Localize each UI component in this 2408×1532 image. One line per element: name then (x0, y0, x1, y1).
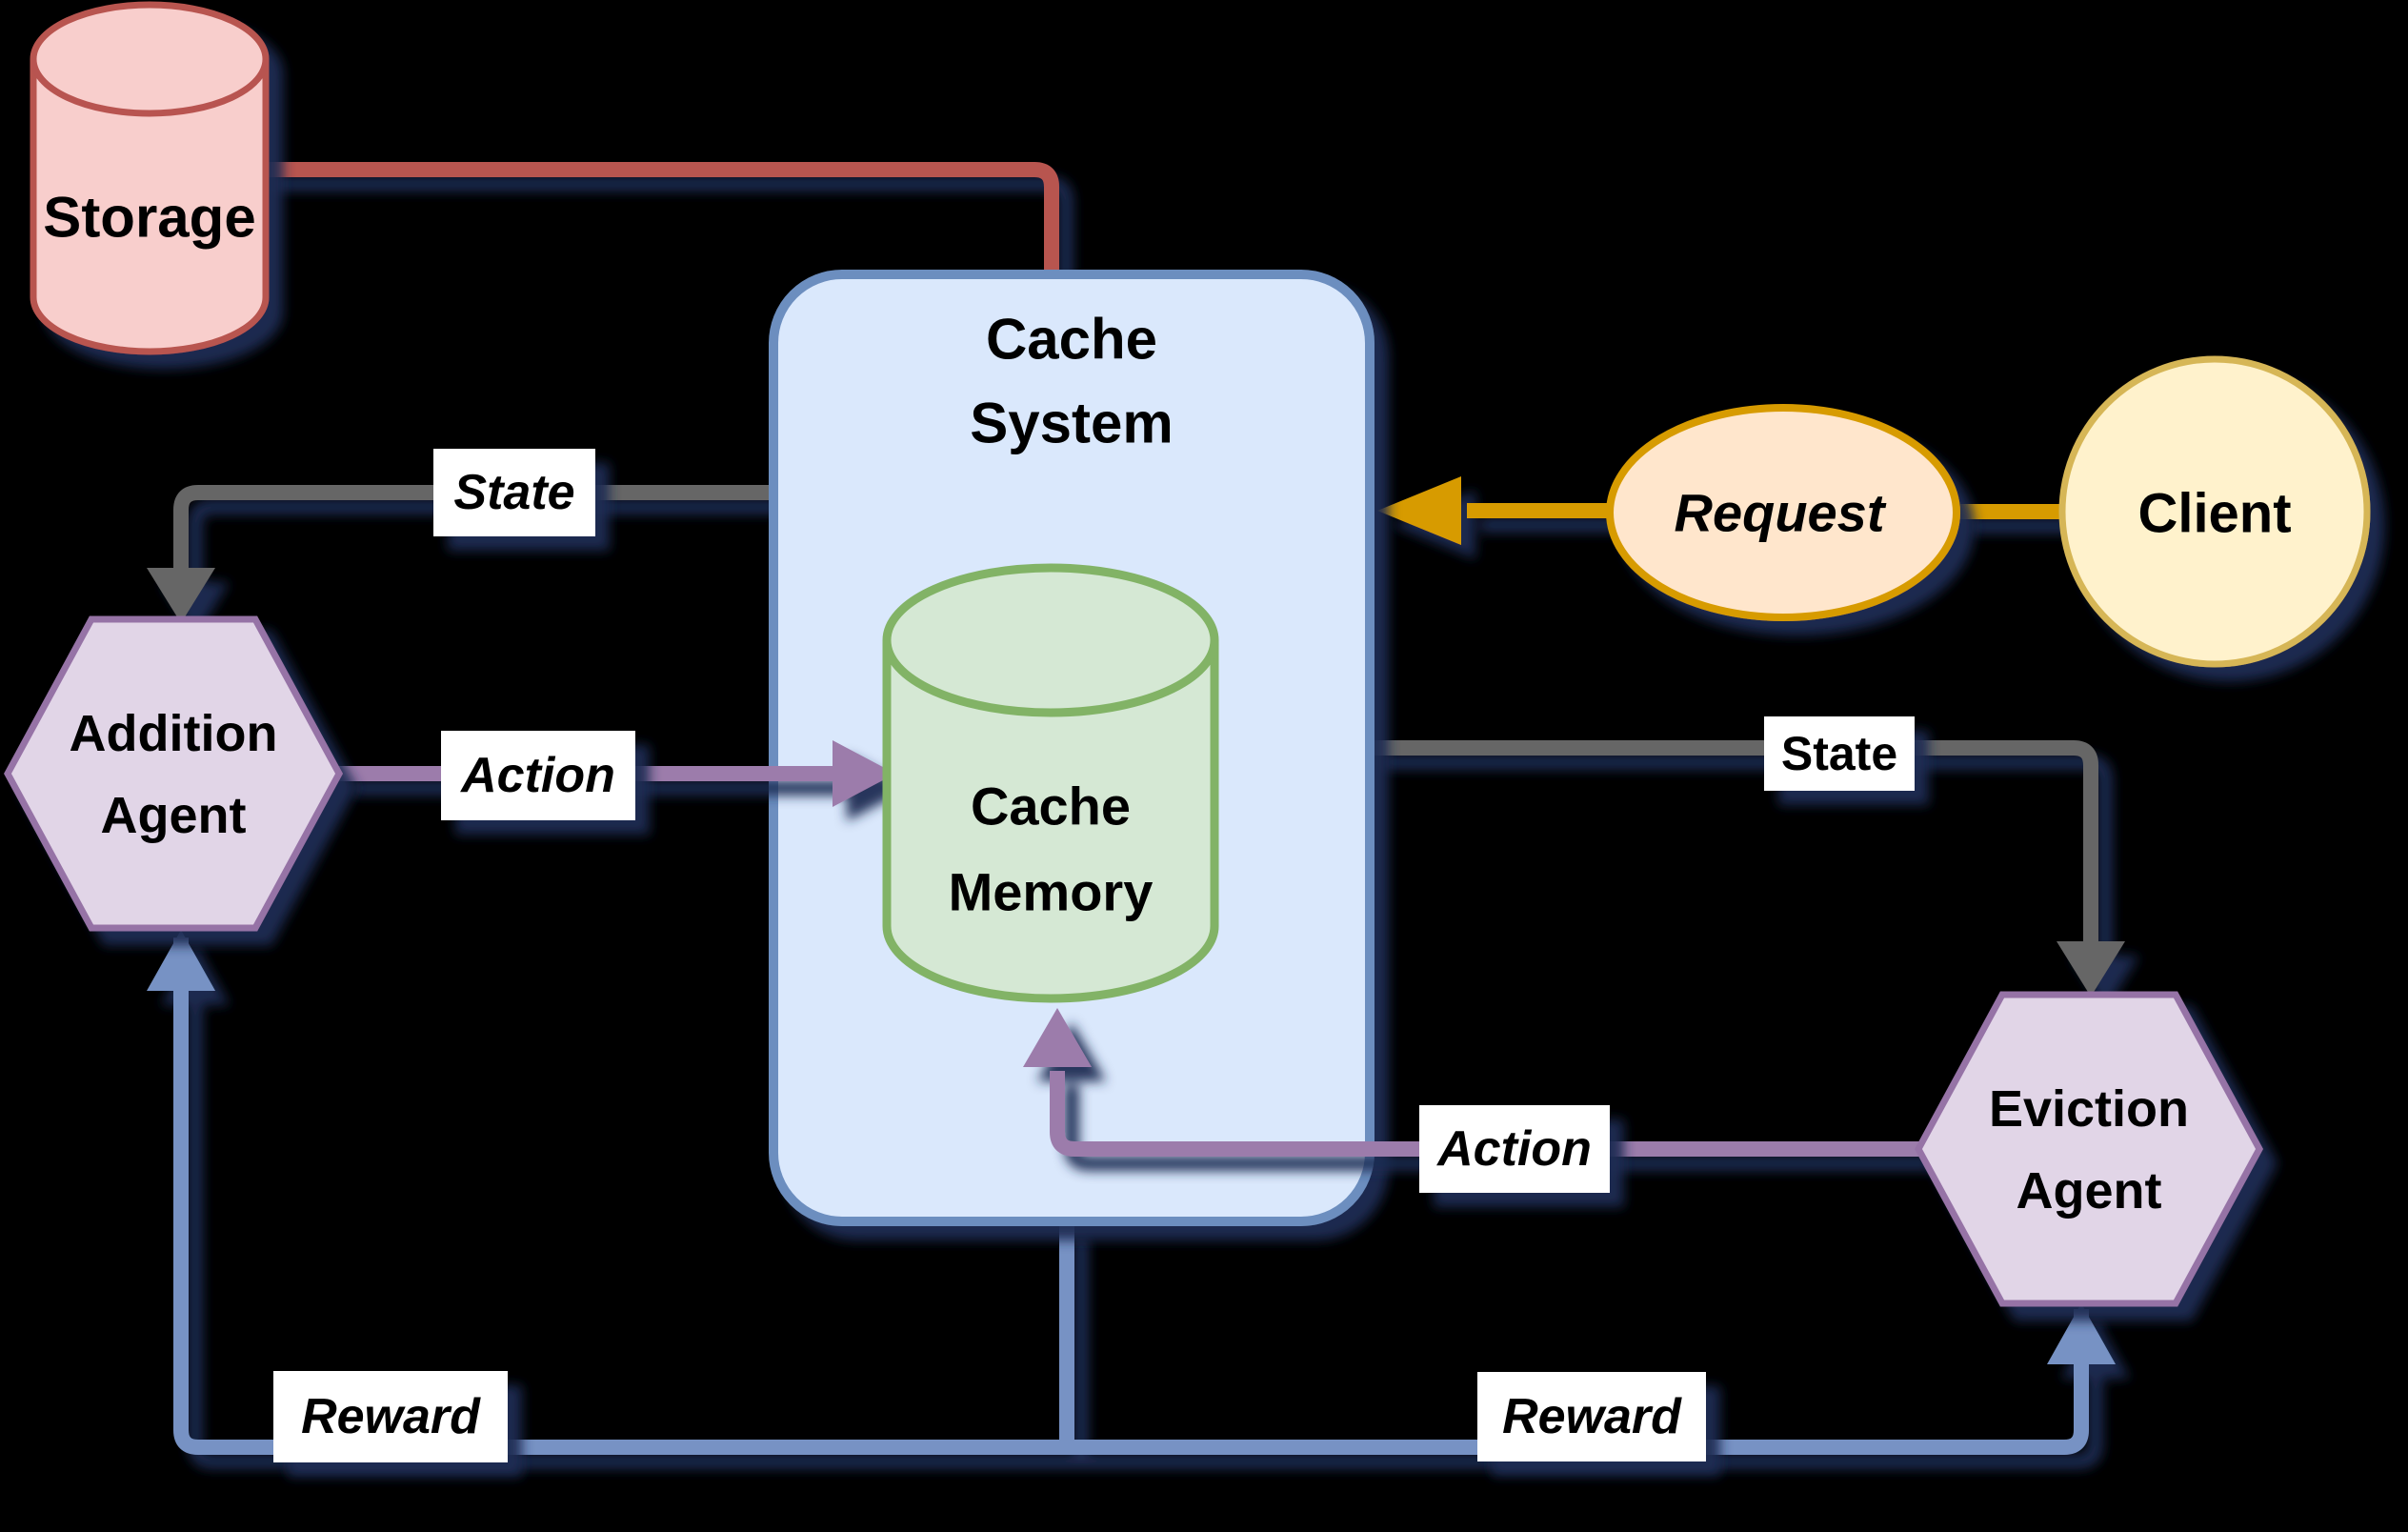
reward-left-label-box (273, 1371, 508, 1462)
client-circle (2058, 355, 2371, 668)
reward-main-line (173, 937, 2089, 1455)
state-right-label-box (1764, 716, 1915, 791)
state-right-line (1368, 740, 2098, 945)
edge-storage-to-cache (259, 162, 1059, 280)
action-right-label-text: Action (1435, 1121, 1592, 1177)
state-left-arrowhead (147, 568, 215, 623)
cache-memory-label-line1: Cache (971, 776, 1131, 837)
cache-memory-cylinder-rim (882, 639, 1219, 717)
cache-system-label-line1: Cache (986, 308, 1157, 372)
storage-label: Storage (43, 186, 255, 250)
addition-agent-label-line2: Agent (101, 787, 247, 844)
action-left-label: Action (441, 731, 635, 820)
edge-reward (147, 930, 2116, 1455)
reward-right-label: Reward (1477, 1372, 1706, 1461)
request-ellipse (1606, 404, 1960, 621)
eviction-agent-hexagon (1915, 991, 2263, 1307)
action-right-line (1050, 1071, 1920, 1157)
eviction-agent-label-line2: Agent (2017, 1162, 2162, 1220)
request-node: Request (1606, 404, 1960, 621)
reward-right-arrowhead (2047, 1303, 2116, 1364)
addition-agent-label-line1: Addition (70, 705, 278, 762)
addition-agent-hexagon (4, 615, 343, 932)
action-left-label-box (441, 731, 635, 820)
storage-node: Storage (30, 1, 270, 355)
state-right-label-text: State (1781, 727, 1897, 780)
cache-memory-label-line2: Memory (949, 862, 1154, 922)
state-right-arrowhead (2057, 941, 2125, 997)
state-left-label: State (433, 449, 595, 536)
action-right-label-box (1419, 1105, 1610, 1193)
storage-cylinder-rim (30, 58, 270, 117)
addition-agent-node: Addition Agent (4, 615, 343, 932)
state-left-line (173, 485, 775, 572)
edge-state-to-eviction (1368, 740, 2125, 997)
cache-memory-cylinder (882, 563, 1219, 1003)
eviction-agent-label-line1: Eviction (1989, 1080, 2189, 1138)
action-right-label: Action (1419, 1105, 1610, 1193)
cache-system-label-line2: System (970, 392, 1173, 455)
state-left-label-text: State (453, 465, 574, 520)
reward-right-label-box (1477, 1372, 1706, 1461)
action-right-arrowhead (1023, 1008, 1092, 1067)
storage-to-cache-line (259, 162, 1059, 280)
reward-left-arrowhead (147, 930, 215, 991)
cache-memory-node: Cache Memory (882, 563, 1219, 1003)
client-label: Client (2137, 483, 2291, 545)
reward-left-label-text: Reward (301, 1389, 481, 1444)
client-node: Client (2058, 355, 2371, 668)
request-arrowhead (1377, 476, 1461, 545)
storage-cylinder (30, 1, 270, 355)
state-right-label: State (1764, 716, 1915, 791)
reward-right-label-text: Reward (1502, 1389, 1682, 1444)
action-left-arrowhead (833, 740, 895, 807)
edge-state-to-addition (147, 485, 775, 623)
edge-request-to-cache (1377, 476, 2067, 545)
action-left-label-text: Action (459, 748, 615, 803)
reward-left-label: Reward (273, 1371, 508, 1462)
edge-action-from-eviction (1023, 1008, 1920, 1157)
request-label: Request (1675, 483, 1887, 543)
state-left-label-box (433, 449, 595, 536)
eviction-agent-node: Eviction Agent (1915, 991, 2263, 1307)
